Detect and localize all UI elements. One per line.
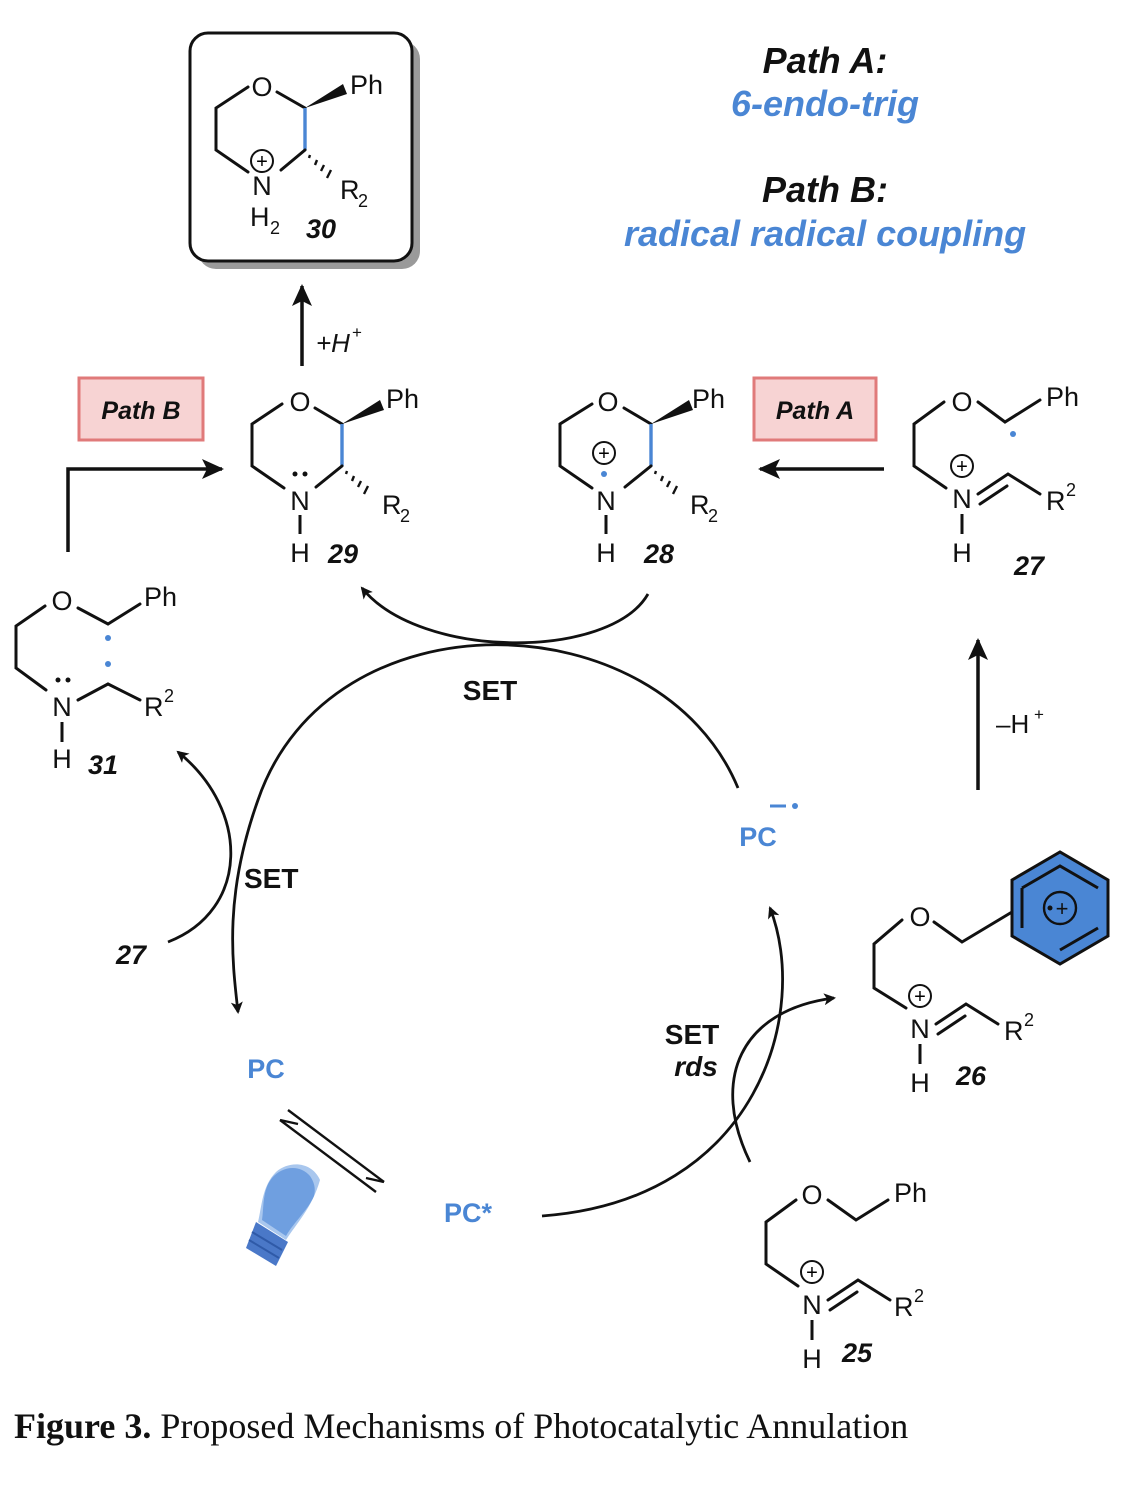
figure-caption-label: Figure 3.	[14, 1406, 152, 1446]
plus-h-label: +H	[316, 328, 350, 358]
compound-label-29: 29	[327, 539, 358, 569]
atom-n: N	[802, 1290, 822, 1320]
path-b-tag: Path B	[77, 376, 205, 442]
charge-plus: +	[806, 1262, 818, 1284]
atom-o: O	[51, 586, 72, 616]
subscript-2: 2	[708, 506, 718, 526]
path-a-subtitle: 6-endo-trig	[731, 83, 919, 124]
cycle-arc-pcstar-to-pcanion	[541, 906, 784, 1218]
atom-h: H	[910, 1068, 930, 1098]
set-rds-label-2: rds	[674, 1051, 718, 1082]
atom-n: N	[52, 692, 72, 722]
atom-r: R	[1004, 1016, 1024, 1046]
charge-plus: +	[1056, 896, 1069, 921]
figure-caption: Figure 3. Proposed Mechanisms of Photoca…	[14, 1405, 908, 1447]
atom-ph: Ph	[350, 70, 383, 100]
superscript-2: 2	[914, 1286, 924, 1306]
charge-plus: +	[598, 443, 610, 465]
compound-25: O Ph + N H R 2 25	[764, 1178, 927, 1374]
superscript-2: 2	[1066, 480, 1076, 500]
path-b-subtitle: radical radical coupling	[624, 213, 1026, 254]
atom-r: R	[1046, 486, 1066, 516]
minus-h-superscript: +	[1034, 705, 1044, 724]
compound-26: + O + N H R 2 26	[872, 850, 1110, 1098]
compound-label-27: 27	[1013, 551, 1046, 581]
atom-ph: Ph	[386, 384, 419, 414]
lightbulb-icon	[246, 1164, 320, 1266]
atom-r: R	[382, 490, 402, 520]
equilibrium-arrows	[279, 1109, 385, 1193]
atom-r: R	[340, 175, 360, 205]
atom-h: H	[52, 744, 72, 774]
path-b-title: Path B:	[762, 169, 888, 210]
subscript-2: 2	[358, 191, 368, 211]
compound-29: O Ph N H R 2 29	[250, 384, 419, 569]
plus-h-superscript: +	[352, 323, 362, 342]
compound-27: O Ph + N H R 2 27	[912, 382, 1079, 581]
charge-plus: +	[956, 456, 968, 478]
atom-ph: Ph	[1046, 382, 1079, 412]
atom-h: H	[596, 538, 616, 568]
atom-n: N	[910, 1014, 930, 1044]
path-a-tag: Path A	[752, 376, 878, 442]
compound-label-31: 31	[88, 750, 118, 780]
compound-label-30: 30	[306, 214, 336, 244]
atom-n: N	[596, 486, 616, 516]
path-a-title: Path A:	[763, 40, 888, 81]
atom-ph: Ph	[144, 582, 177, 612]
subscript-2: 2	[270, 218, 280, 238]
path-a-tag-label: Path A	[776, 397, 854, 425]
cycle-arc-pcanion-to-pc	[230, 643, 740, 1014]
path-b-title-block: Path B: radical radical coupling	[624, 169, 1026, 254]
set-arrow-27-to-31	[167, 750, 233, 944]
set-arrow-28-to-29	[360, 586, 650, 645]
atom-r: R	[894, 1292, 914, 1322]
subscript-2: 2	[400, 506, 410, 526]
atom-h: H	[290, 538, 310, 568]
atom-ph: Ph	[894, 1178, 927, 1208]
pc-radical-anion-label: PC	[739, 822, 777, 852]
superscript-2: 2	[164, 686, 174, 706]
set-label-left: SET	[244, 863, 298, 894]
set-arrow-25-to-26	[731, 993, 836, 1163]
path-b-arrow	[66, 459, 224, 552]
atom-ph: Ph	[692, 384, 725, 414]
atom-r: R	[144, 692, 164, 722]
atom-n: N	[290, 486, 310, 516]
atom-r: R	[690, 490, 710, 520]
atom-h: H	[952, 538, 972, 568]
atom-h: H	[250, 202, 270, 232]
set-label-top: SET	[463, 675, 517, 706]
atom-o: O	[909, 902, 930, 932]
path-a-title-block: Path A: 6-endo-trig	[731, 40, 919, 124]
compound-30: O Ph + N H 2 R 2 30	[188, 31, 420, 269]
compound-31: O Ph N H R 2 31	[14, 582, 177, 780]
atom-o: O	[289, 387, 310, 417]
charge-plus: +	[914, 986, 926, 1008]
pc-label: PC	[247, 1054, 285, 1084]
compound-label-28: 28	[643, 539, 674, 569]
atom-o: O	[951, 387, 972, 417]
compound-label-26: 26	[955, 1061, 987, 1091]
atom-o: O	[801, 1180, 822, 1210]
atom-o: O	[597, 387, 618, 417]
path-b-tag-label: Path B	[101, 397, 180, 425]
charge-plus: +	[256, 151, 268, 173]
atom-o: O	[251, 72, 272, 102]
atom-n: N	[252, 171, 272, 201]
compound-28: O Ph + N H R 2 28	[558, 384, 725, 569]
compound-label-25: 25	[841, 1338, 873, 1368]
superscript-2: 2	[1024, 1010, 1034, 1030]
atom-h: H	[802, 1344, 822, 1374]
pc-star-label: PC*	[444, 1198, 493, 1228]
reagent-label-27: 27	[115, 940, 148, 970]
set-rds-label-1: SET	[665, 1019, 719, 1050]
figure-caption-text: Proposed Mechanisms of Photocatalytic An…	[151, 1406, 909, 1446]
minus-h-label: –H	[996, 709, 1029, 739]
atom-n: N	[952, 484, 972, 514]
